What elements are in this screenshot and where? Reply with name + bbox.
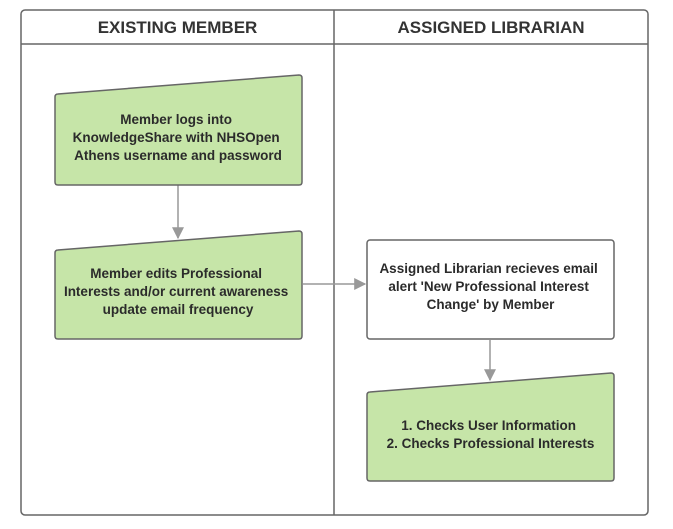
node-member-logs-in: Member logs into KnowledgeShare with NHS… — [54, 74, 303, 186]
manual-input-shape — [54, 74, 303, 186]
node-member-edits-interests: Member edits Professional Interests and/… — [54, 230, 303, 340]
node-line: Interests and/or current awareness — [64, 284, 288, 299]
node-line: Athens username and password — [74, 148, 282, 163]
node-line: Assigned Librarian recieves email — [379, 261, 597, 276]
node-line: Change' by Member — [427, 297, 555, 312]
node-line: Member edits Professional — [90, 266, 262, 281]
manual-input-shape — [366, 372, 615, 482]
node-librarian-receives-alert-text: Assigned Librarian recieves email alert … — [379, 261, 601, 312]
process-shape — [366, 239, 615, 340]
node-member-edits-interests-text: Member edits Professional Interests and/… — [64, 266, 292, 317]
lane-title-assigned-librarian: ASSIGNED LIBRARIAN — [397, 18, 584, 37]
node-line: 1. Checks User Information — [401, 418, 576, 433]
node-line: Member logs into — [120, 112, 232, 127]
node-line: KnowledgeShare with NHSOpen — [73, 130, 280, 145]
node-line: alert 'New Professional Interest — [388, 279, 589, 294]
node-line: 2. Checks Professional Interests — [387, 436, 595, 451]
manual-input-shape — [54, 230, 303, 340]
node-member-logs-in-text: Member logs into KnowledgeShare with NHS… — [73, 112, 284, 163]
node-line: update email frequency — [103, 302, 254, 317]
node-librarian-checks: 1. Checks User Information 2. Checks Pro… — [366, 372, 615, 482]
node-librarian-checks-text: 1. Checks User Information 2. Checks Pro… — [387, 418, 595, 451]
node-librarian-receives-alert: Assigned Librarian recieves email alert … — [366, 239, 615, 340]
lane-title-existing-member: EXISTING MEMBER — [98, 18, 258, 37]
